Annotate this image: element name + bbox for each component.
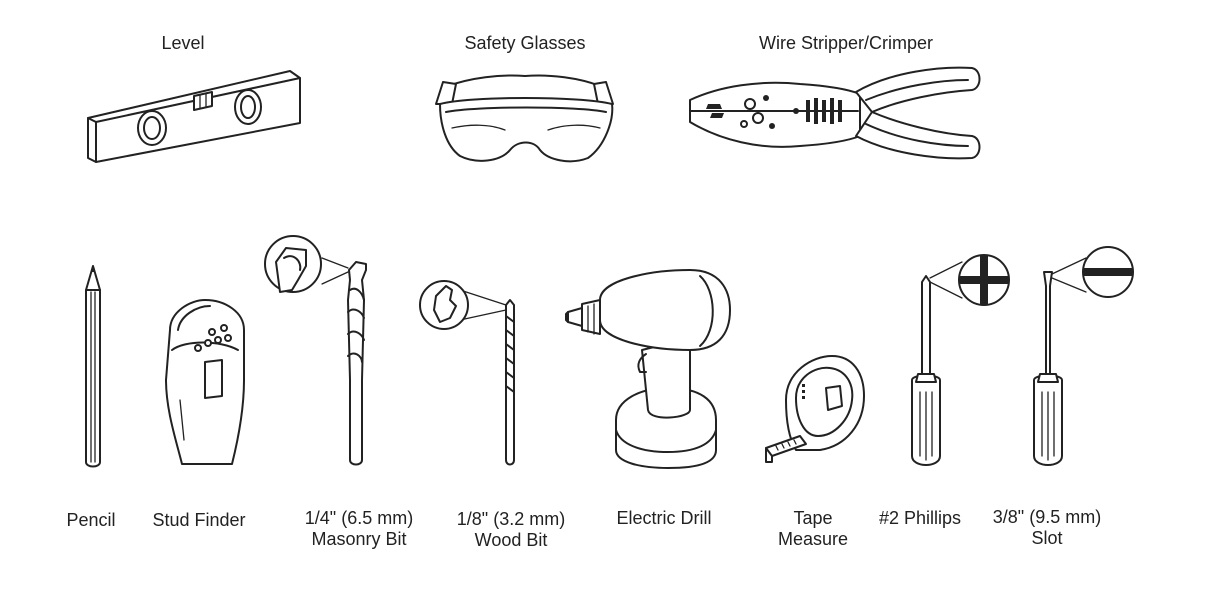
slot-label: 3/8" (9.5 mm)Slot (992, 507, 1102, 548)
wire-stripper-icon (689, 66, 981, 160)
electric-drill-icon (565, 269, 731, 469)
stud-finder-icon (165, 299, 245, 465)
masonry-bit-icon (264, 235, 367, 466)
wood-bit-icon (419, 280, 515, 466)
safety-glasses-icon (435, 74, 614, 163)
pencil-label: Pencil (66, 510, 116, 530)
stud-finder-label: Stud Finder (152, 510, 246, 530)
phillips-label: #2 Phillips (878, 508, 962, 528)
phillips-screwdriver-icon (911, 254, 1010, 466)
safety-glasses-label: Safety Glasses (464, 33, 586, 53)
wire-stripper-label: Wire Stripper/Crimper (758, 33, 934, 53)
tape-measure-icon (765, 355, 865, 463)
level-icon (87, 70, 301, 163)
pencil-icon (85, 265, 101, 468)
slot-screwdriver-icon (1033, 246, 1134, 466)
masonry-bit-label: 1/4" (6.5 mm)Masonry Bit (304, 508, 414, 549)
electric-drill-label: Electric Drill (616, 508, 712, 528)
wood-bit-label: 1/8" (3.2 mm)Wood Bit (456, 509, 566, 550)
level-label: Level (161, 33, 205, 53)
